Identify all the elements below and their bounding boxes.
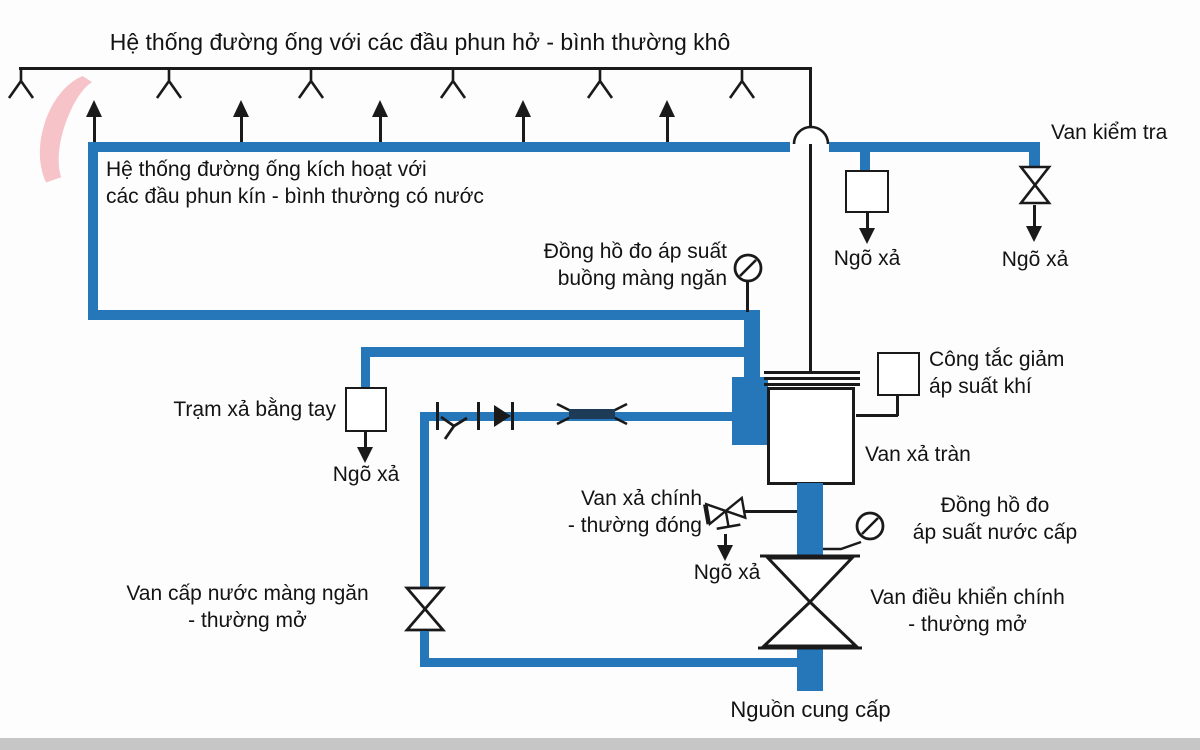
pipe-fitting-tick (477, 402, 480, 430)
pressure-gauge-icon (855, 511, 885, 541)
drain-valve-connector (744, 510, 798, 513)
drain-arrow-shaft (866, 213, 869, 231)
drain-connection-box (845, 170, 889, 213)
riser-line (809, 67, 812, 374)
check-valve-stub (1029, 142, 1040, 168)
gauge-connector-line (823, 540, 862, 551)
main-control-valve-icon (758, 554, 862, 650)
main-drain-valve-label: Van xả chính - thường đóng (567, 487, 702, 537)
flow-up-arrow-icon (372, 100, 388, 117)
diaphragm-supply-valve-label: Van cấp nước màng ngăn - thường mở (126, 582, 369, 632)
drain-arrow-shaft (724, 534, 727, 548)
drain-label: Ngõ xả (332, 463, 400, 486)
supply-riser-lower (797, 644, 823, 691)
flow-up-arrow-shaft (93, 114, 96, 143)
valve-cover-line (764, 377, 860, 380)
pressure-switch-box (877, 352, 920, 396)
supply-branch-pipe-lower (420, 631, 429, 667)
activation-pipe-top-right (829, 142, 1040, 152)
supply-riser-upper (797, 483, 823, 561)
flow-up-arrow-icon (659, 100, 675, 117)
open-sprinkler-icon (155, 68, 183, 99)
open-sprinkler-icon (7, 68, 35, 99)
pressure-switch-label: Công tắc giảm áp suất khí (929, 348, 1065, 398)
main-control-valve-label: Van điều khiển chính - thường mở (870, 586, 1065, 636)
flow-up-arrow-shaft (379, 114, 382, 143)
supply-gauge-label: Đồng hồ đo áp suất nước cấp (912, 494, 1078, 544)
open-sprinkler-icon (728, 68, 756, 99)
drain-arrow-shaft (1033, 205, 1036, 229)
bottom-frame-strip (0, 738, 1200, 750)
flow-up-arrow-shaft (240, 114, 243, 143)
drain-label: Ngõ xả (693, 561, 761, 584)
flow-up-arrow-shaft (666, 114, 669, 143)
activation-pipe-bottom (88, 310, 758, 320)
deluge-valve-body (767, 387, 855, 485)
supply-source-label: Nguồn cung cấp (730, 697, 891, 722)
activation-label: Hệ thống đường ống kích hoạt với các đầu… (106, 158, 484, 208)
manual-release-station-box (345, 387, 387, 432)
release-pipe (361, 347, 745, 357)
activation-pipe-top-left (88, 142, 790, 152)
diaphragm-supply-valve-icon (403, 586, 447, 632)
drain-arrow-icon (1026, 226, 1042, 242)
check-valve-icon (1018, 165, 1052, 205)
drain-label: Ngõ xả (1001, 248, 1069, 271)
gauge-stem-line (746, 282, 749, 312)
valve-cover-line (764, 371, 860, 374)
drain-label: Ngõ xả (833, 247, 901, 270)
deluge-valve-label: Van xả tràn (865, 443, 971, 466)
valve-cover-line (764, 383, 860, 386)
pipe-fitting-tick (436, 402, 439, 430)
drain-arrow-icon (357, 447, 373, 463)
flow-up-arrow-icon (86, 100, 102, 117)
open-sprinkler-icon (439, 68, 467, 99)
restriction-orifice-icon (556, 402, 628, 426)
drain-arrow-icon (717, 545, 733, 561)
flow-up-arrow-icon (233, 100, 249, 117)
flow-up-arrow-icon (515, 100, 531, 117)
pressure-gauge-icon (733, 253, 763, 283)
switch-connector-line (856, 414, 898, 417)
open-sprinkler-icon (297, 68, 325, 99)
switch-connector-line (896, 396, 899, 416)
open-sprinkler-icon (586, 68, 614, 99)
supply-branch-pipe-bottom (420, 658, 803, 667)
main-drain-valve-icon (703, 495, 747, 531)
drain-box-stub (860, 152, 870, 171)
supply-branch-pipe-upper (420, 412, 429, 589)
test-branch-icon (440, 415, 468, 440)
diaphragm-gauge-label: Đồng hồ đo áp suất buồng màng ngăn (543, 240, 727, 290)
diagram-title: Hệ thống đường ống với các đầu phun hở -… (109, 29, 731, 55)
check-valve-label: Van kiểm tra (1051, 121, 1168, 144)
manual-release-label: Trạm xả bằng tay (173, 398, 336, 421)
check-valve-arrow-icon (494, 405, 511, 427)
activation-pipe-downleg (744, 310, 760, 380)
pipe-crossover-arc (792, 125, 830, 145)
open-sprinkler-header-pipe (19, 67, 812, 70)
drain-arrow-icon (859, 228, 875, 244)
release-station-stub (361, 347, 370, 388)
pipe-fitting-tick (511, 402, 514, 430)
flow-up-arrow-shaft (522, 114, 525, 143)
activation-pipe-left (88, 142, 98, 320)
drain-arrow-shaft (364, 432, 367, 450)
diaphragm-chamber (732, 377, 768, 445)
